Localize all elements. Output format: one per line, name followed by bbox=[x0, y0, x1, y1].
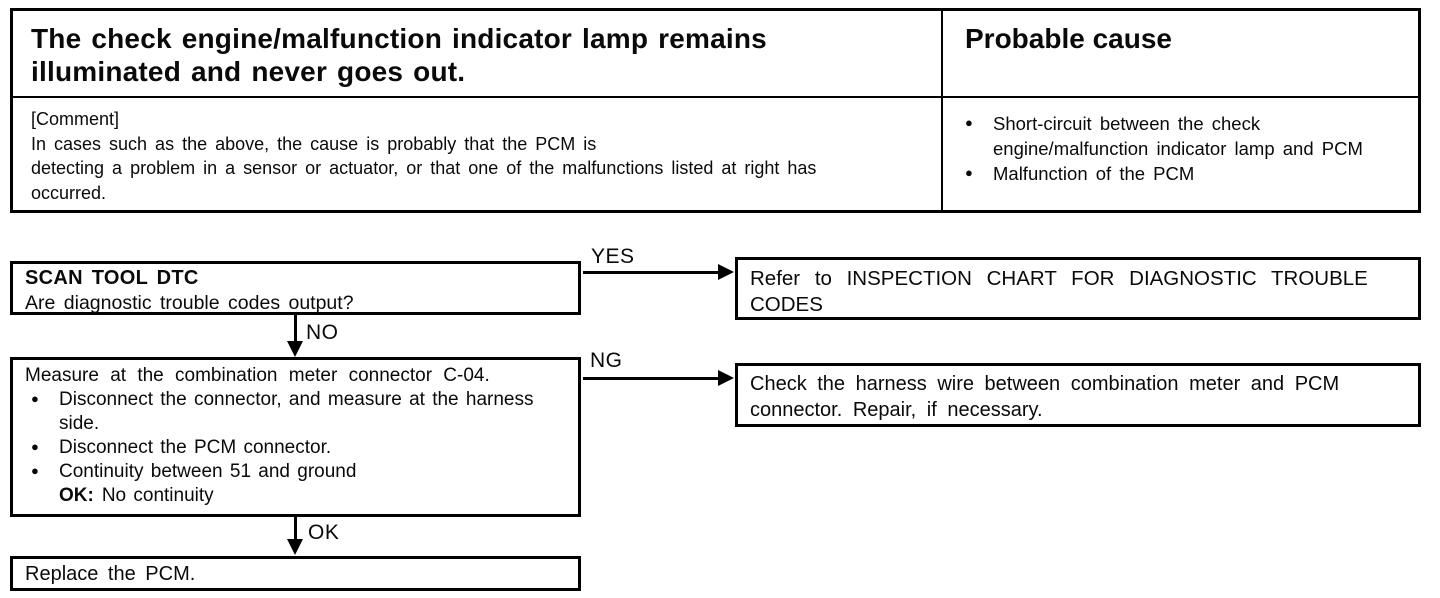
yes-arrowhead-icon bbox=[718, 264, 734, 280]
probable-cause-item-text: Malfunction of the PCM bbox=[993, 163, 1195, 184]
ok-arrow-line bbox=[294, 517, 297, 541]
step2-item: ● Disconnect the PCM connector. bbox=[25, 436, 566, 460]
symptom-table: The check engine/malfunction indicator l… bbox=[10, 8, 1421, 213]
bullet-icon: ● bbox=[31, 391, 39, 406]
ok-arrowhead-icon bbox=[287, 539, 303, 555]
probable-cause-header: Probable cause bbox=[943, 11, 1418, 98]
step2-continuity-text: Continuity between 51 and ground bbox=[59, 461, 357, 482]
flow-step2-title: Measure at the combination meter connect… bbox=[25, 365, 490, 386]
step2-item-text: Continuity between 51 and ground OK: No c… bbox=[59, 460, 566, 508]
bullet-icon: ● bbox=[965, 115, 973, 130]
flow-step1-title: SCAN TOOL DTC bbox=[25, 267, 199, 289]
step2-ok-line: OK: No continuity bbox=[59, 484, 566, 508]
no-arrow-line bbox=[294, 315, 297, 343]
ng-branch-label: NG bbox=[590, 349, 623, 372]
flow-result2-box: Check the harness wire between combinati… bbox=[735, 363, 1421, 427]
step2-item-text: Disconnect the connector, and measure at… bbox=[59, 389, 534, 434]
flow-step2-box: Measure at the combination meter connect… bbox=[10, 357, 581, 517]
comment-text: [Comment] In cases such as the above, th… bbox=[13, 98, 943, 210]
no-arrowhead-icon bbox=[287, 341, 303, 357]
bullet-icon: ● bbox=[31, 439, 39, 454]
ng-arrowhead-icon bbox=[718, 370, 734, 386]
flow-result1-box: Refer to INSPECTION CHART FOR DIAGNOSTIC… bbox=[735, 257, 1421, 320]
step2-item: ● Disconnect the connector, and measure … bbox=[25, 388, 566, 436]
flow-step1-box: SCAN TOOL DTC Are diagnostic trouble cod… bbox=[10, 261, 581, 315]
no-branch-label: NO bbox=[306, 321, 339, 344]
flow-step3-box: Replace the PCM. bbox=[10, 556, 581, 591]
ok-result-label: OK: bbox=[59, 485, 94, 506]
bullet-icon: ● bbox=[31, 463, 39, 478]
ng-arrow-line bbox=[583, 377, 720, 380]
probable-cause-list: ● Short-circuit between the check engine… bbox=[943, 98, 1418, 210]
step2-item-text: Disconnect the PCM connector. bbox=[59, 437, 332, 458]
probable-cause-item: ● Short-circuit between the check engine… bbox=[957, 111, 1410, 161]
yes-branch-label: YES bbox=[591, 245, 635, 268]
flow-step2-list: ● Disconnect the connector, and measure … bbox=[25, 388, 566, 508]
symptom-header: The check engine/malfunction indicator l… bbox=[13, 11, 943, 98]
step2-item: ● Continuity between 51 and ground OK: No… bbox=[25, 460, 566, 508]
ok-result-value: No continuity bbox=[101, 485, 214, 506]
flow-step1-question: Are diagnostic trouble codes output? bbox=[25, 292, 354, 314]
ok-branch-label: OK bbox=[308, 521, 340, 544]
bullet-icon: ● bbox=[965, 165, 973, 180]
yes-arrow-line bbox=[583, 271, 720, 274]
probable-cause-item: ● Malfunction of the PCM bbox=[957, 161, 1410, 186]
probable-cause-item-text: Short-circuit between the check engine/m… bbox=[993, 113, 1363, 159]
